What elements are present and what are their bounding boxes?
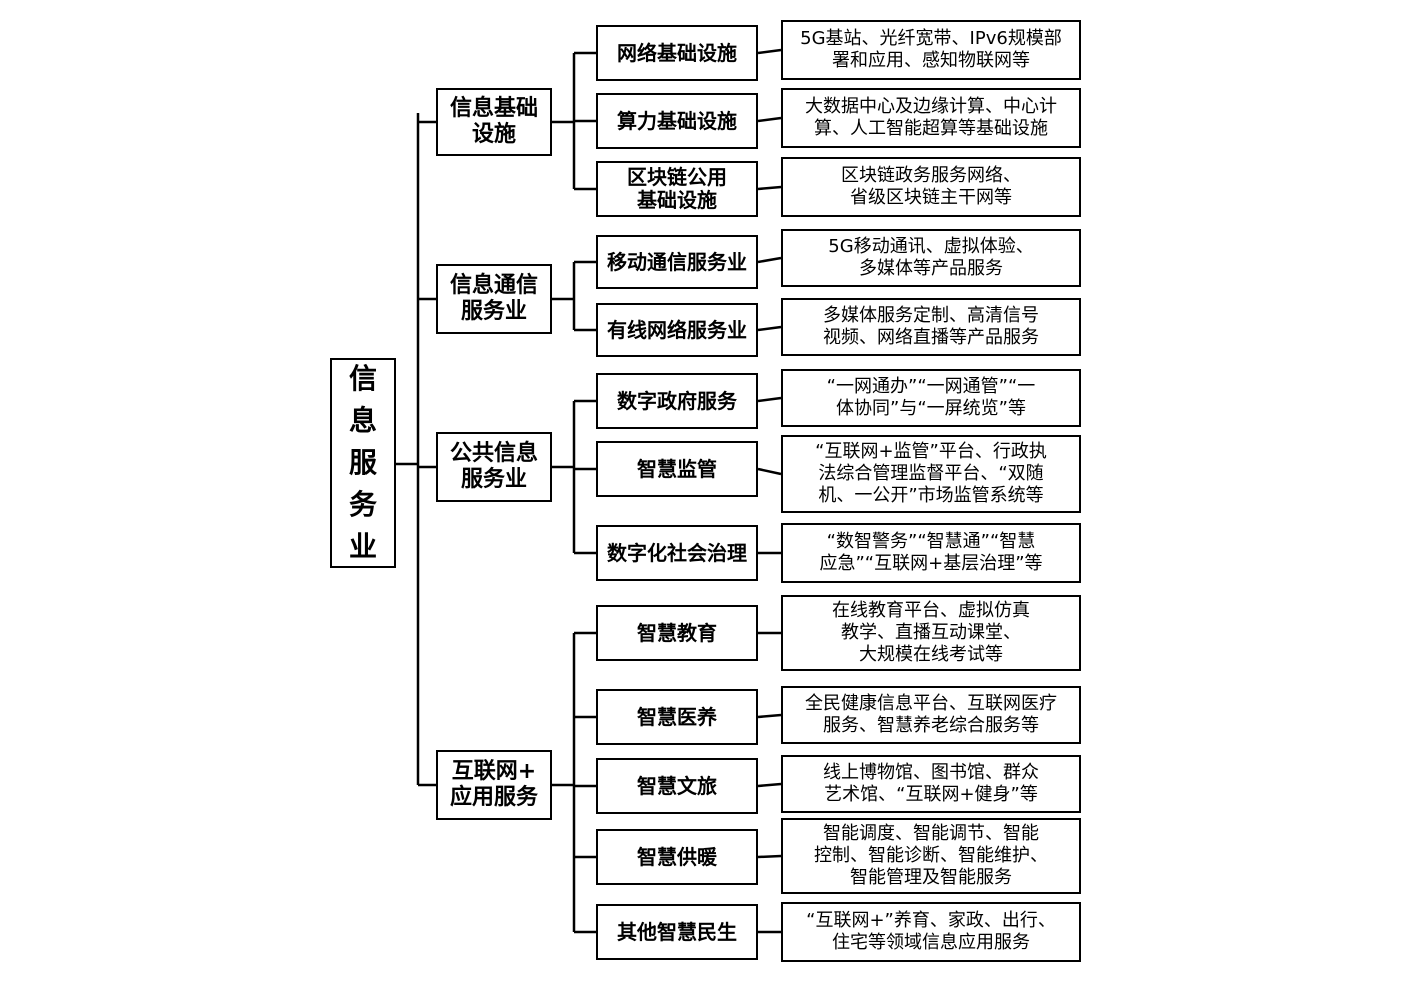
- subcategory-node: 移动通信服务业: [596, 235, 758, 289]
- subcategory-node: 智慧教育: [596, 605, 758, 661]
- subcategory-node: 数字政府服务: [596, 373, 758, 429]
- subcategory-node: 智慧供暖: [596, 829, 758, 885]
- connector-line: [757, 782, 782, 788]
- connector-line: [757, 185, 782, 191]
- detail-node: “一网通办”“一网通管”“一 体协同”与“一屏统览”等: [781, 369, 1081, 427]
- root-node: 信 息 服 务 业: [330, 358, 396, 568]
- connector-line: [757, 48, 782, 55]
- detail-node: “数智警务”“智慧通”“智慧 应急”“互联网+基层治理”等: [781, 523, 1081, 583]
- detail-node: 智能调度、智能调节、智能 控制、智能诊断、智能维护、 智能管理及智能服务: [781, 818, 1081, 894]
- category-node: 信息基础 设施: [436, 88, 552, 156]
- subcategory-node: 其他智慧民生: [596, 904, 758, 960]
- subcategory-node: 区块链公用 基础设施: [596, 161, 758, 217]
- connector-line: [757, 325, 782, 332]
- connector-line: [757, 713, 782, 719]
- connector-line: [757, 116, 782, 123]
- subcategory-node: 网络基础设施: [596, 25, 758, 81]
- connector-line: [757, 854, 782, 859]
- detail-node: 在线教育平台、虚拟仿真 教学、直播互动课堂、 大规模在线考试等: [781, 595, 1081, 671]
- detail-node: “互联网+监管”平台、行政执 法综合管理监督平台、“双随 机、一公开”市场监管系…: [781, 435, 1081, 513]
- subcategory-node: 有线网络服务业: [596, 303, 758, 357]
- category-node: 信息通信 服务业: [436, 264, 552, 334]
- connector-line: [757, 396, 782, 403]
- subcategory-node: 数字化社会治理: [596, 525, 758, 581]
- subcategory-node: 智慧监管: [596, 441, 758, 497]
- subcategory-node: 智慧医养: [596, 689, 758, 745]
- subcategory-node: 智慧文旅: [596, 758, 758, 814]
- subcategory-node: 算力基础设施: [596, 93, 758, 149]
- category-node: 互联网+ 应用服务: [436, 750, 552, 820]
- connector-line: [757, 467, 782, 476]
- detail-node: 大数据中心及边缘计算、中心计 算、人工智能超算等基础设施: [781, 88, 1081, 148]
- connector-line: [757, 256, 782, 264]
- detail-node: 5G基站、光纤宽带、IPv6规模部 署和应用、感知物联网等: [781, 20, 1081, 80]
- detail-node: 5G移动通讯、虚拟体验、 多媒体等产品服务: [781, 229, 1081, 287]
- category-node: 公共信息 服务业: [436, 432, 552, 502]
- detail-node: 线上博物馆、图书馆、群众 艺术馆、“互联网+健身”等: [781, 755, 1081, 813]
- detail-node: 区块链政务服务网络、 省级区块链主干网等: [781, 157, 1081, 217]
- detail-node: 多媒体服务定制、高清信号 视频、网络直播等产品服务: [781, 298, 1081, 356]
- detail-node: “互联网+”养育、家政、出行、 住宅等领域信息应用服务: [781, 902, 1081, 962]
- detail-node: 全民健康信息平台、互联网医疗 服务、智慧养老综合服务等: [781, 686, 1081, 744]
